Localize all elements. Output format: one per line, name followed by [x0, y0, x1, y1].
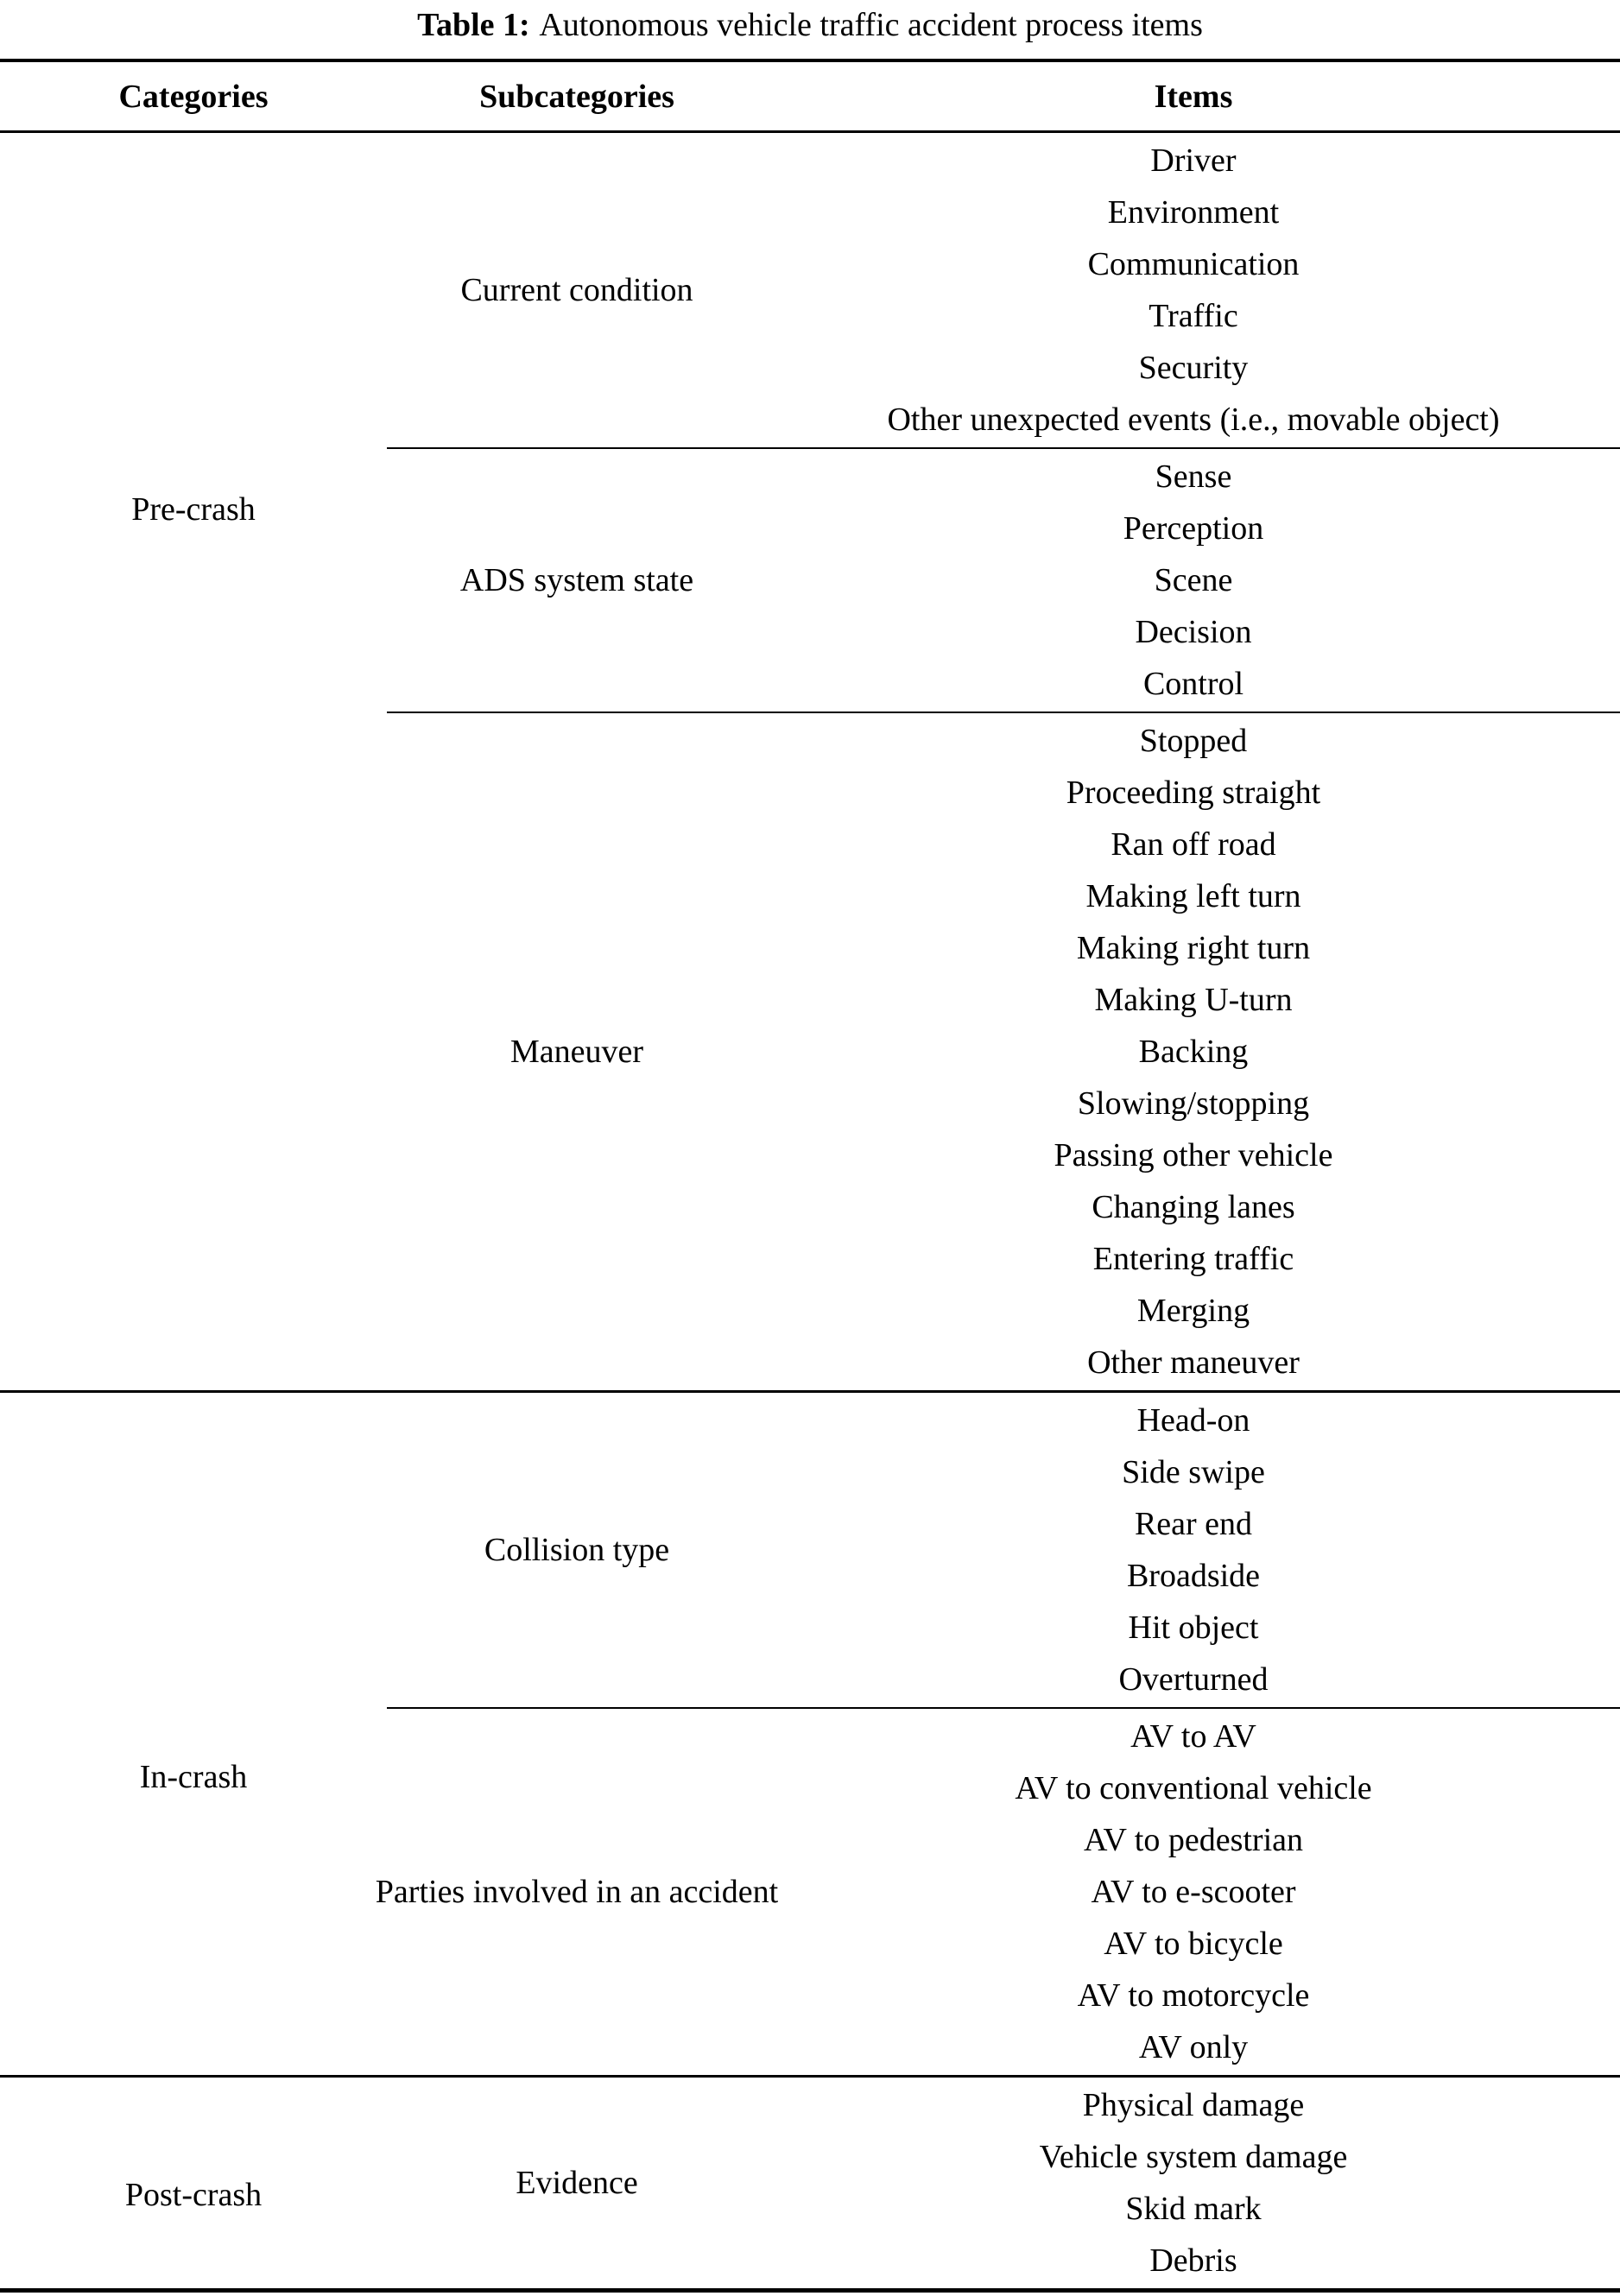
item-text: Debris: [1149, 2242, 1237, 2279]
subcategory-label: ADS system state: [459, 562, 694, 598]
item-text: Making U-turn: [1094, 982, 1293, 1018]
table-caption: Table 1: Autonomous vehicle traffic acci…: [0, 0, 1620, 50]
item-text: Passing other vehicle: [1054, 1137, 1333, 1173]
items-cell: AV to AV AV to conventional vehicle AV to …: [767, 1709, 1620, 2075]
item-text: Other unexpected events (i.e., movable o…: [887, 402, 1500, 438]
item-text: Security: [1138, 350, 1249, 386]
item-text: Communication: [1087, 246, 1300, 282]
item-text: Entering traffic: [1092, 1241, 1294, 1277]
header-subcategories: Subcategories: [479, 78, 674, 115]
header-categories: Categories: [118, 78, 269, 115]
item-text: Ran off road: [1111, 826, 1276, 863]
item-text: Making left turn: [1085, 878, 1301, 914]
item-text: Changing lanes: [1092, 1189, 1295, 1225]
item-text: Making right turn: [1076, 930, 1311, 966]
item-text: AV to AV: [1130, 1718, 1256, 1755]
subcategory-label: Evidence: [516, 2165, 638, 2201]
category-cell: In-crash: [0, 1393, 387, 2075]
item-text: Control: [1142, 666, 1244, 702]
item-text: Stopped: [1139, 723, 1248, 759]
item-text: AV to bicycle: [1104, 1926, 1283, 1962]
item-text: AV only: [1138, 2029, 1249, 2065]
item-text: Decision: [1135, 614, 1252, 650]
item-text: Environment: [1107, 194, 1280, 231]
item-text: AV to motorcycle: [1077, 1977, 1310, 2014]
item-text: Traffic: [1149, 298, 1238, 334]
item-text: Vehicle system damage: [1039, 2139, 1348, 2175]
item-text: Head-on: [1136, 1402, 1250, 1439]
item-text: Hit object: [1128, 1610, 1259, 1646]
table-caption-text: Autonomous vehicle traffic accident proc…: [539, 7, 1203, 43]
item-text: Slowing/stopping: [1077, 1085, 1310, 1122]
item-text: Proceeding straight: [1066, 775, 1321, 811]
item-text: Rear end: [1134, 1506, 1253, 1542]
item-text: Side swipe: [1122, 1454, 1265, 1490]
category-label: Pre-crash: [131, 491, 256, 528]
data-table: Categories Subcategories Items Pre-crash…: [0, 59, 1620, 2293]
subcategory-label: Current condition: [460, 272, 693, 308]
header-items: Items: [1154, 78, 1233, 115]
item-text: AV to pedestrian: [1083, 1822, 1303, 1858]
item-text: AV to e-scooter: [1091, 1874, 1296, 1910]
item-text: AV to conventional vehicle: [1015, 1770, 1372, 1806]
item-text: Physical damage: [1082, 2087, 1305, 2123]
item-text: Sense: [1155, 459, 1232, 495]
item-text: Driver: [1150, 142, 1237, 179]
item-text: Other maneuver: [1087, 1344, 1300, 1381]
item-text: Backing: [1138, 1034, 1249, 1070]
table-header-row: Categories Subcategories Items: [0, 62, 1620, 133]
item-text: Overturned: [1118, 1661, 1269, 1698]
item-text: Skid mark: [1125, 2191, 1262, 2227]
table-caption-label: Table 1:: [417, 7, 530, 43]
subcategory-label: Maneuver: [509, 1034, 644, 1070]
subcategory-label: Parties involved in an accident: [375, 1874, 779, 1910]
item-text: Broadside: [1126, 1558, 1261, 1594]
category-label: Post-crash: [124, 2177, 263, 2213]
category-cell: Pre-crash: [0, 133, 387, 1390]
item-text: Perception: [1123, 510, 1264, 547]
category-label: In-crash: [139, 1759, 248, 1795]
category-cell: Post-crash: [0, 2078, 387, 2288]
item-text: Scene: [1154, 562, 1233, 598]
item-text: Merging: [1136, 1293, 1250, 1329]
subcategory-label: Collision type: [484, 1532, 670, 1568]
